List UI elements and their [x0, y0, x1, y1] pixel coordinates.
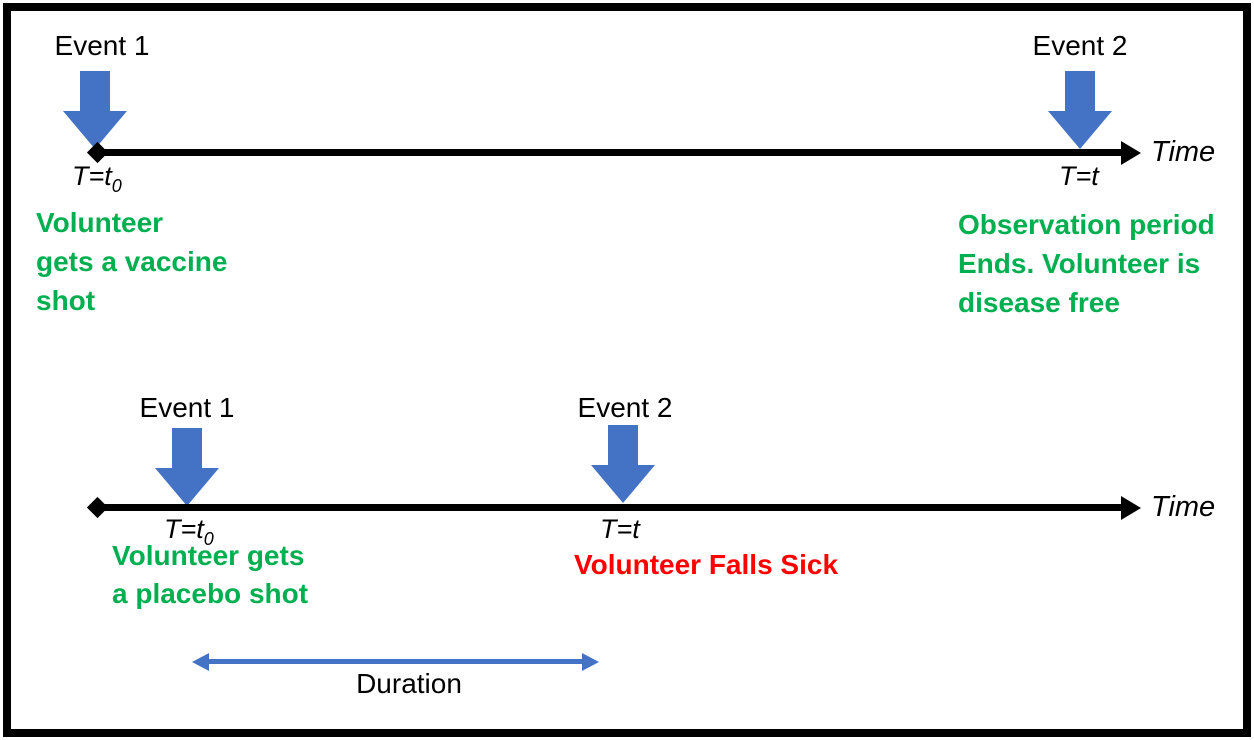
arrow-right-icon — [582, 653, 599, 671]
placebo-event1-label: Event 1 — [139, 392, 235, 423]
placebo-event2-time: T=t — [600, 514, 640, 544]
time-subscript: 0 — [111, 176, 122, 196]
vaccine-timeline-axis — [95, 149, 1124, 156]
placebo-timeline-axis — [95, 504, 1124, 511]
placebo-event2-label: Event 2 — [577, 392, 673, 423]
arrow-left-icon — [192, 653, 209, 671]
vaccine-time-axis-label: Time — [1151, 136, 1216, 168]
vaccine-event1-time: T=t0 — [72, 161, 122, 196]
down-arrow-icon — [63, 71, 127, 149]
placebo-event1-time: T=t0 — [164, 514, 214, 549]
down-arrow-icon — [591, 425, 655, 503]
diamond-marker-icon — [86, 496, 109, 519]
duration-label: Duration — [356, 668, 462, 699]
placebo-time-axis-label: Time — [1151, 491, 1216, 523]
down-arrow-icon — [1048, 71, 1112, 149]
placebo-event1-description: Volunteer gets a placebo shot — [112, 540, 309, 609]
vaccine-event2-label: Event 2 — [1032, 30, 1128, 61]
vaccine-event2-description: Observation period Ends. Volunteer is di… — [958, 209, 1215, 318]
duration-arrow-line — [207, 659, 584, 664]
vaccine-event1-label: Event 1 — [54, 30, 150, 61]
down-arrow-icon — [155, 428, 219, 506]
vaccine-event2-time: T=t — [1059, 161, 1099, 191]
vaccine-event1-description: Volunteer gets a vaccine shot — [36, 207, 228, 316]
time-subscript: 0 — [203, 529, 214, 549]
placebo-event2-description: Volunteer Falls Sick — [574, 549, 839, 580]
axis-arrowhead-icon — [1121, 496, 1141, 520]
axis-arrowhead-icon — [1121, 141, 1141, 165]
